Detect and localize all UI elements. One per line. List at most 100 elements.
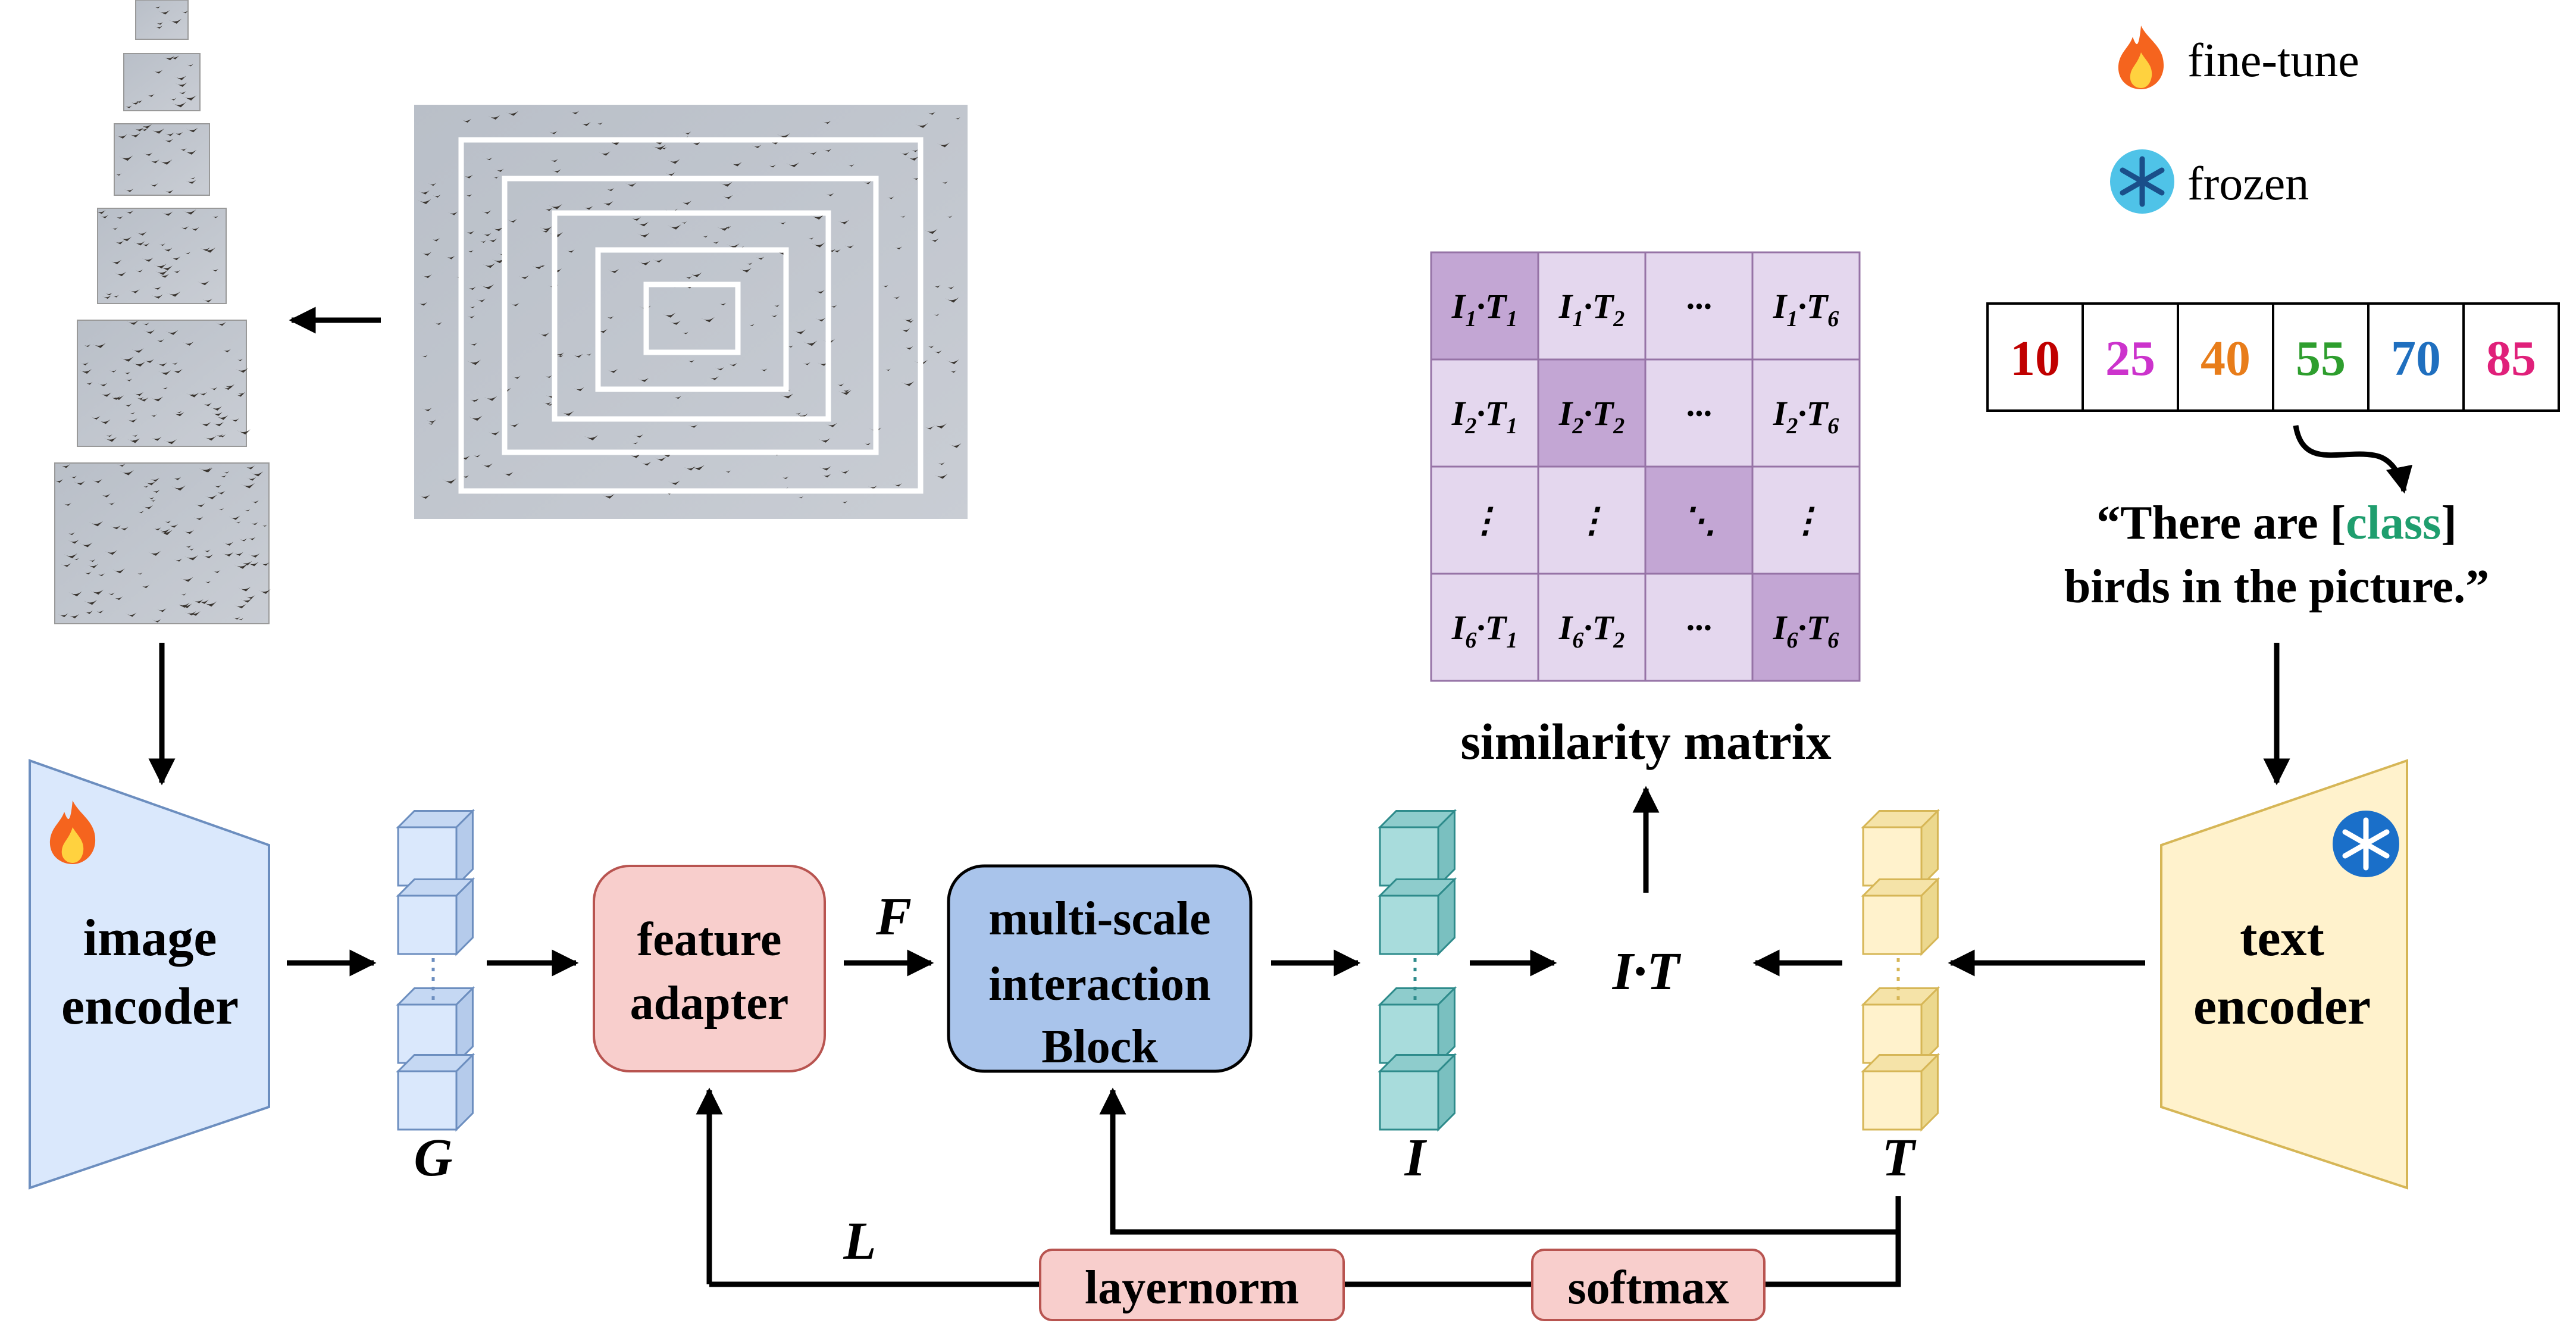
class-value-label: 85 — [2486, 331, 2536, 386]
prompt-class-word: class — [2346, 497, 2441, 549]
class-value-label: 10 — [2010, 331, 2060, 386]
similarity-cell-label: I6·T1 — [1451, 608, 1518, 653]
similarity-cell: I2·T2 — [1537, 358, 1647, 468]
similarity-cell-label: ⋮ — [1575, 501, 1609, 540]
image-pyramid — [54, 0, 271, 624]
symbol-L: L — [843, 1212, 877, 1271]
similarity-cell: ··· — [1644, 251, 1754, 361]
similarity-cell-label: I6·T2 — [1558, 608, 1625, 653]
softmax-label: softmax — [1567, 1262, 1729, 1314]
similarity-cell-label: ··· — [1686, 394, 1712, 433]
feature-cube — [1861, 808, 1940, 888]
class-value-cell: 25 — [2082, 302, 2179, 412]
class-value-cell: 40 — [2177, 302, 2274, 412]
symbol-G: G — [414, 1128, 453, 1187]
legend-frozen-label: frozen — [2187, 158, 2309, 210]
similarity-cell: ⋮ — [1537, 465, 1647, 575]
feature-adapter-line1: feature — [637, 914, 782, 966]
pyramid-image-5 — [77, 320, 247, 447]
image-encoder-line1: image — [83, 909, 217, 967]
feature-cube — [396, 808, 475, 888]
feature-cube — [1861, 986, 1940, 1065]
feature-cube — [396, 986, 475, 1065]
layernorm-label: layernorm — [1085, 1262, 1299, 1314]
feature-cube — [1378, 877, 1457, 956]
feature-cube — [1861, 877, 1940, 956]
similarity-cell-label: I2·T1 — [1451, 394, 1518, 439]
class-value-label: 70 — [2391, 331, 2441, 386]
pyramid-image-6 — [54, 462, 270, 624]
feature-adapter-line2: adapter — [630, 977, 789, 1030]
snowflake-icon — [2333, 811, 2399, 877]
class-value-cell: 70 — [2367, 302, 2465, 412]
similarity-cell-label: I2·T6 — [1773, 394, 1839, 439]
feature-cube — [1378, 1052, 1457, 1132]
class-value-cell: 85 — [2462, 302, 2560, 412]
symbol-IT: I·T — [1612, 942, 1682, 1001]
similarity-matrix-title: similarity matrix — [1460, 713, 1831, 770]
layernorm-box: layernorm — [1039, 1249, 1345, 1321]
similarity-cell-label: ⋱ — [1682, 501, 1716, 540]
fire-icon — [2118, 26, 2164, 89]
class-value-cell: 55 — [2272, 302, 2370, 412]
similarity-cell: ⋮ — [1751, 465, 1861, 575]
msib-line1: multi-scale — [988, 893, 1210, 945]
similarity-cell: I2·T1 — [1430, 358, 1539, 468]
similarity-cell: I1·T2 — [1537, 251, 1647, 361]
class-value-strip: 10 25 40 55 70 85 — [1986, 302, 2560, 412]
feature-cube — [1861, 1052, 1940, 1132]
feature-stack-G — [396, 808, 475, 1132]
snowflake-icon — [2110, 149, 2174, 214]
text-encoder-line1: text — [2240, 909, 2324, 967]
similarity-cell: ··· — [1644, 358, 1754, 468]
similarity-cell-label: I2·T2 — [1558, 394, 1625, 439]
prompt-line1: “There are [class] — [2096, 497, 2457, 549]
feature-cube — [396, 1052, 475, 1132]
class-value-label: 25 — [2105, 331, 2155, 386]
feature-cube — [1378, 808, 1457, 888]
similarity-cell-label: ··· — [1686, 608, 1712, 647]
pyramid-image-4 — [97, 208, 227, 304]
feature-cube — [396, 877, 475, 956]
pyramid-image-2 — [123, 53, 201, 111]
similarity-cell: I6·T1 — [1430, 573, 1539, 682]
feedback-path — [696, 1087, 1901, 1287]
similarity-cell-label: ⋮ — [1789, 501, 1823, 540]
legend: fine-tune frozen — [2110, 26, 2359, 214]
similarity-cell-label: I1·T2 — [1558, 287, 1625, 331]
similarity-cell: ··· — [1644, 573, 1754, 682]
similarity-cell-label: ··· — [1686, 287, 1712, 326]
symbol-F: F — [875, 887, 912, 946]
class-value-label: 40 — [2201, 331, 2251, 386]
legend-finetune-label: fine-tune — [2187, 35, 2359, 87]
similarity-cell: I6·T2 — [1537, 573, 1647, 682]
multi-scale-interaction-block: multi-scale interaction Block — [947, 864, 1253, 1073]
fire-icon — [49, 800, 96, 864]
multi-scale-crop-image — [414, 105, 968, 519]
softmax-box: softmax — [1531, 1249, 1766, 1321]
similarity-cell: I6·T6 — [1751, 573, 1861, 682]
prompt-line2: birds in the picture.” — [2064, 561, 2489, 613]
pyramid-image-1 — [135, 0, 189, 40]
similarity-cell: ⋮ — [1430, 465, 1539, 575]
symbol-T: T — [1882, 1128, 1917, 1187]
text-encoder-line2: encoder — [2193, 978, 2371, 1036]
symbol-I: I — [1404, 1128, 1427, 1187]
similarity-cell: ⋱ — [1644, 465, 1754, 575]
similarity-cell-label: I1·T6 — [1773, 287, 1839, 331]
similarity-cell: I2·T6 — [1751, 358, 1861, 468]
similarity-cell: I1·T1 — [1430, 251, 1539, 361]
class-value-label: 55 — [2296, 331, 2346, 386]
class-value-cell: 10 — [1986, 302, 2084, 412]
similarity-cell-label: I6·T6 — [1773, 608, 1839, 653]
similarity-cell-label: I1·T1 — [1451, 287, 1518, 331]
feature-adapter-box: feature adapter — [593, 865, 826, 1072]
similarity-cell-label: ⋮ — [1467, 501, 1502, 540]
feature-stack-I — [1378, 808, 1457, 1132]
image-encoder-line2: encoder — [61, 978, 239, 1036]
pyramid-image-3 — [114, 123, 210, 196]
curved-arrow-to-prompt — [2293, 425, 2413, 494]
msib-line3: Block — [1041, 1021, 1158, 1073]
